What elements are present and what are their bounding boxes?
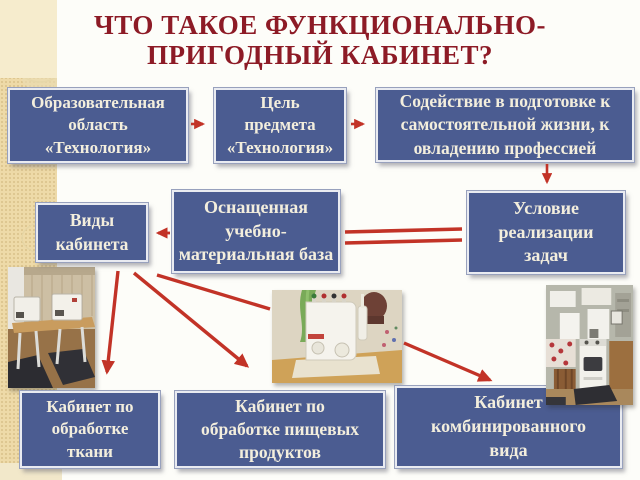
slide-title: ЧТО ТАКОЕ ФУНКЦИОНАЛЬНО-ПРИГОДНЫЙ КАБИНЕ… bbox=[93, 10, 547, 70]
kitchen-photo bbox=[546, 285, 633, 405]
arrow-types-to-fabric bbox=[101, 270, 120, 375]
equals-line-bottom bbox=[344, 238, 463, 245]
line-types-to-overlock-photo bbox=[156, 273, 271, 311]
sewing-workshop-photo bbox=[8, 267, 95, 388]
overlock-machine-photo bbox=[272, 290, 402, 383]
arrow-types-to-food bbox=[132, 271, 250, 368]
equals-line-top bbox=[344, 227, 463, 234]
arrow-photo-to-combined bbox=[403, 341, 493, 382]
strip-top-panel bbox=[0, 0, 57, 78]
